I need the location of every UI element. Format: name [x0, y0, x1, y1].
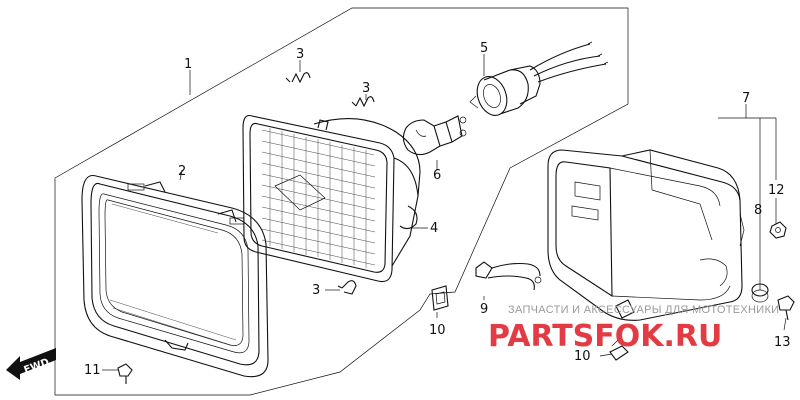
watermark-brand: PARTSFOK.RU: [488, 319, 722, 354]
bulb: [402, 115, 467, 156]
callout-4: 4: [430, 221, 438, 236]
leader-lines: [102, 54, 787, 371]
callout-3-lower: 3: [312, 283, 320, 298]
spring-clip-lower: [337, 280, 357, 295]
callout-5: 5: [480, 41, 488, 56]
bolt-right: [777, 295, 795, 321]
callout-8: 8: [754, 203, 762, 218]
callout-10-left: 10: [429, 323, 446, 338]
callout-1: 1: [184, 57, 192, 72]
spring-clip-upper-right: [351, 96, 375, 108]
assembly-outline: [54, 7, 629, 396]
callout-11: 11: [84, 363, 101, 378]
callout-13: 13: [774, 335, 791, 350]
headlight-rim: [81, 174, 269, 378]
fwd-arrow: FWD: [6, 348, 56, 380]
clip-left: [431, 285, 449, 311]
callout-3-upper-right: 3: [362, 81, 370, 96]
callout-3-upper-left: 3: [296, 47, 304, 62]
headlight-case: [547, 149, 745, 321]
socket: [469, 41, 609, 116]
clip-right: [609, 339, 629, 361]
callout-6: 6: [433, 168, 441, 183]
callout-12: 12: [768, 183, 785, 198]
callout-9: 9: [480, 302, 488, 317]
spring-clip-upper-left: [285, 72, 311, 84]
callout-10-right: 10: [574, 349, 591, 364]
nut: [769, 221, 787, 239]
sealed-beam-unit: [242, 114, 421, 283]
screw-left: [117, 363, 133, 384]
watermark-tagline: ЗАПЧАСТИ И АКСЕССУАРЫ ДЛЯ МОТОТЕХНИКИ: [508, 304, 779, 316]
callout-2: 2: [178, 164, 186, 179]
callout-7: 7: [742, 91, 750, 106]
wire-harness: [475, 261, 542, 291]
